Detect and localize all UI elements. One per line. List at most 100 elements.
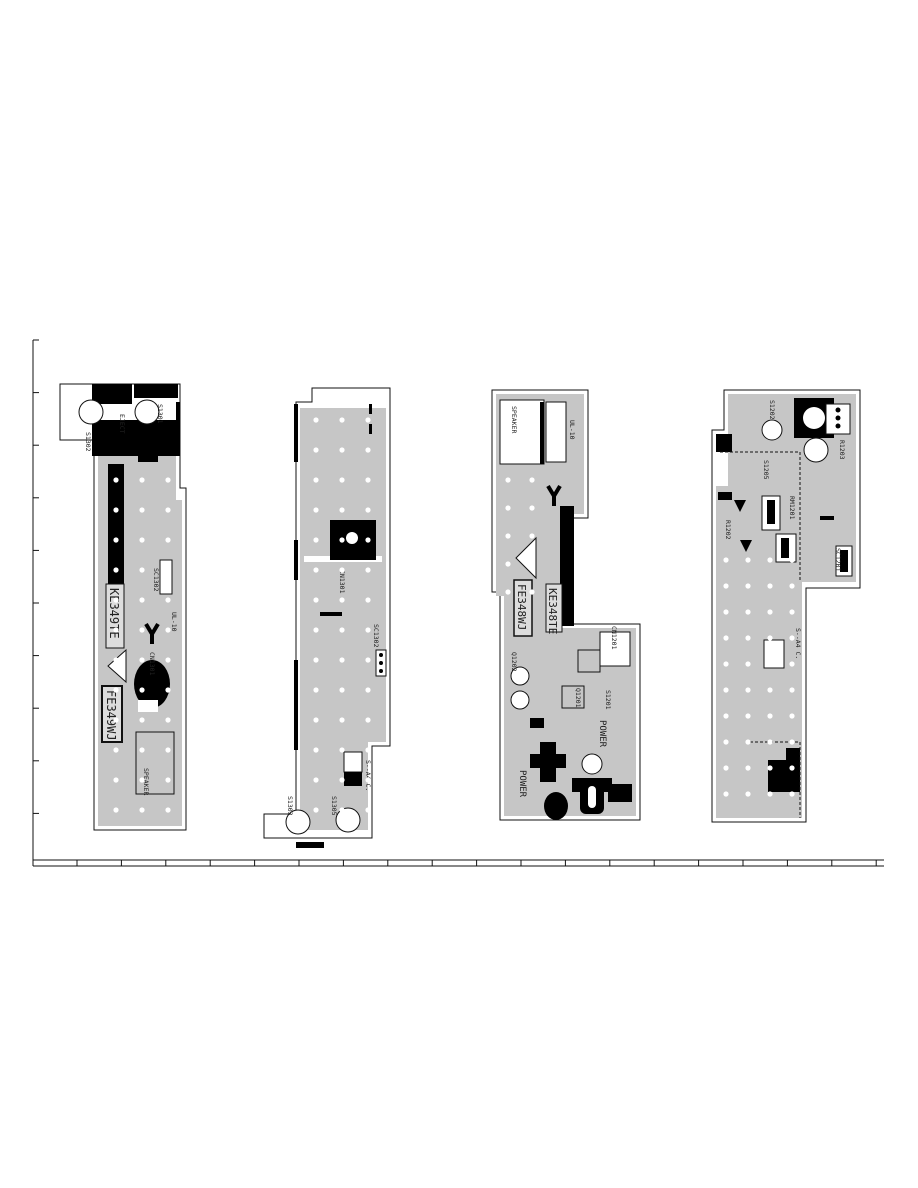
- solder-pad: [139, 597, 145, 603]
- label-cn1201: CN1201: [610, 626, 618, 650]
- trace: [734, 500, 746, 512]
- label-speaker: SPEAKER: [510, 406, 518, 433]
- trace: [608, 784, 632, 802]
- solder-pad: [767, 609, 773, 615]
- connector-sc1302: [159, 559, 173, 595]
- solder-pad: [165, 627, 171, 633]
- solder-pad: [505, 561, 511, 567]
- dashed-jumper: [720, 451, 801, 818]
- solder-pad: [165, 777, 171, 783]
- solder-pad: [789, 583, 795, 589]
- solder-pad: [139, 477, 145, 483]
- switch-pin: [803, 407, 825, 429]
- ul-logo-icon: [546, 484, 562, 506]
- drawing-frame: [32, 339, 884, 867]
- solder-pad: [313, 807, 319, 813]
- copper-pour: [300, 408, 386, 830]
- label-box-ke: [105, 583, 125, 649]
- trace: [545, 401, 567, 463]
- solder-pad: [339, 687, 345, 693]
- trace: [320, 612, 342, 616]
- label-q1201: Q1201: [574, 688, 582, 708]
- pin: [379, 661, 383, 665]
- solder-pad: [745, 713, 751, 719]
- solder-pad: [113, 537, 119, 543]
- right-edge-trace: [369, 404, 372, 414]
- pcb-board-3: SPEAKER UL-10 CN1201 Q1202 Q1201 S1201 P…: [491, 389, 641, 821]
- solder-pad: [313, 537, 319, 543]
- solder-pad: [789, 635, 795, 641]
- pad-grid: [313, 417, 371, 813]
- solder-pad: [139, 657, 145, 663]
- solder-pad: [365, 687, 371, 693]
- connector-slot: [588, 786, 596, 808]
- speaker-connector: [135, 731, 175, 795]
- label-s1303: S1303: [286, 796, 294, 816]
- pcb-board-2: CN1301 SC1302 S1303 S1305 S--A4 C.: [263, 387, 391, 848]
- fe-code: FE348WJ: [515, 584, 528, 630]
- solder-pad: [339, 807, 345, 813]
- trace: [540, 402, 544, 464]
- label-sc1302: SC1302: [152, 568, 160, 592]
- solder-pad: [767, 635, 773, 641]
- connector-pins: [840, 550, 848, 572]
- solder-pad: [165, 597, 171, 603]
- solder-pad: [723, 557, 729, 563]
- label-power-2: POWER: [597, 720, 607, 748]
- solder-pad: [339, 777, 345, 783]
- pin: [379, 669, 383, 673]
- solder-pad: [139, 747, 145, 753]
- solder-pad: [365, 447, 371, 453]
- bottom-trace: [296, 842, 324, 848]
- solder-pad: [313, 777, 319, 783]
- pin: [379, 653, 383, 657]
- switch-s1305: [335, 807, 361, 833]
- component: [544, 792, 568, 820]
- component-footprint: [134, 660, 170, 708]
- solder-pad: [365, 567, 371, 573]
- label-cn1301: CN1301: [148, 652, 156, 676]
- solder-pad: [139, 777, 145, 783]
- trace: [820, 516, 834, 520]
- solder-pad: [313, 627, 319, 633]
- solder-pad: [339, 537, 345, 543]
- solder-pad: [313, 717, 319, 723]
- solder-pad: [113, 807, 119, 813]
- solder-pad: [745, 687, 751, 693]
- solder-pad: [139, 507, 145, 513]
- switch-s1205: [761, 419, 783, 441]
- solder-pad: [165, 657, 171, 663]
- solder-pad: [529, 477, 535, 483]
- solder-pad: [313, 687, 319, 693]
- solder-pad: [767, 791, 773, 797]
- solder-pad: [165, 507, 171, 513]
- solder-pad: [313, 657, 319, 663]
- solder-pad: [745, 635, 751, 641]
- solder-pad: [723, 635, 729, 641]
- top-trace: [134, 384, 178, 398]
- solder-pad: [789, 739, 795, 745]
- label-sc1302: SC1302: [372, 624, 380, 648]
- ic-footprint: [561, 685, 585, 709]
- pcb-board-4: S1202 R1203 S1205 R1202 RM1201 SC1201 S-…: [711, 389, 861, 823]
- solder-pad: [165, 567, 171, 573]
- left-edge-trace: [294, 404, 298, 462]
- solder-pad: [139, 807, 145, 813]
- solder-pad: [339, 717, 345, 723]
- solder-pad: [745, 609, 751, 615]
- label-s1305: S1305: [330, 796, 338, 816]
- solder-pad: [339, 477, 345, 483]
- solder-pad: [339, 627, 345, 633]
- solder-pad: [313, 567, 319, 573]
- solder-pad: [745, 739, 751, 745]
- label-eject: EJECT: [118, 414, 126, 434]
- wide-trace: [92, 420, 180, 456]
- label-lot: S--A4 C.: [364, 760, 372, 791]
- solder-pad: [745, 661, 751, 667]
- solder-pad: [723, 765, 729, 771]
- solder-pad: [365, 507, 371, 513]
- pin: [835, 407, 841, 413]
- label-r1202: R1202: [724, 520, 732, 540]
- solder-pad: [165, 687, 171, 693]
- solder-pad: [767, 739, 773, 745]
